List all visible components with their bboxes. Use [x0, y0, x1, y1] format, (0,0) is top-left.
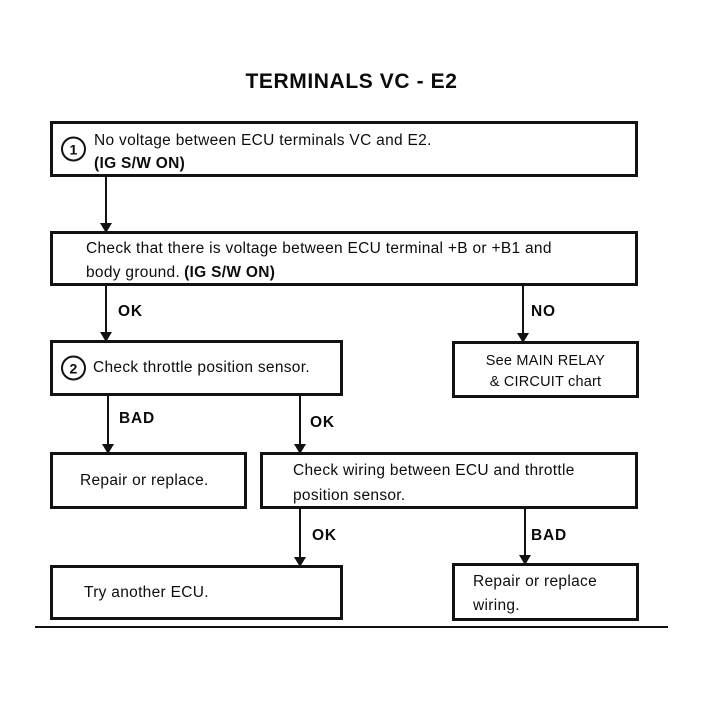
step-number-2-icon: 2	[61, 355, 86, 381]
arrowhead-down-icon	[100, 223, 112, 233]
branch-label-ok-1: OK	[118, 303, 143, 320]
arrowhead-down-icon	[100, 332, 112, 342]
step-number-1-icon: 1	[61, 136, 86, 162]
arrow-shaft	[521, 286, 525, 334]
flow-arrow-ok-to-check-wiring	[294, 396, 306, 454]
flow-box-try-another-ecu: Try another ECU.	[50, 565, 343, 620]
page-title: TERMINALS VC - E2	[245, 70, 458, 93]
branch-label-ok-3: OK	[312, 527, 337, 544]
check-voltage-line1: Check that there is voltage between ECU …	[86, 240, 552, 257]
flow-arrow-ok-to-step3	[100, 286, 112, 342]
flow-arrow-bad-to-repair	[102, 396, 114, 454]
flow-arrow-no-to-main-relay	[517, 286, 529, 343]
check-voltage-line2-emphasis: (IG S/W ON)	[184, 264, 276, 281]
flow-arrow-bad-to-repair-wiring	[519, 509, 531, 565]
branch-label-bad-2: BAD	[531, 527, 567, 544]
arrow-shaft	[104, 177, 108, 224]
repair-wiring-line2: wiring.	[473, 597, 520, 614]
branch-label-bad-1: BAD	[119, 410, 155, 427]
check-wiring-line1: Check wiring between ECU and throttle	[293, 462, 575, 479]
arrow-shaft	[106, 396, 110, 445]
no-voltage-line1: No voltage between ECU terminals VC and …	[94, 132, 432, 149]
arrowhead-down-icon	[519, 555, 531, 565]
flow-arrow-ok-to-try-ecu	[294, 509, 306, 567]
try-another-ecu-text: Try another ECU.	[84, 583, 209, 601]
arrow-shaft	[523, 509, 527, 556]
flow-box-check-voltage: Check that there is voltage between ECU …	[50, 231, 638, 286]
branch-label-no-1: NO	[531, 303, 556, 320]
branch-label-ok-2: OK	[310, 414, 335, 431]
flow-box-check-throttle-sensor: 2 Check throttle position sensor.	[50, 340, 343, 396]
check-voltage-line2: body ground.(IG S/W ON)	[86, 261, 629, 285]
arrowhead-down-icon	[102, 444, 114, 454]
arrowhead-down-icon	[517, 333, 529, 343]
check-throttle-sensor-text: Check throttle position sensor.	[93, 359, 310, 376]
arrowhead-down-icon	[294, 444, 306, 454]
flow-box-repair-replace: Repair or replace.	[50, 452, 247, 509]
arrow-shaft	[298, 509, 302, 558]
see-main-relay-line2: & CIRCUIT chart	[489, 374, 602, 390]
check-voltage-line2-text: body ground.	[86, 264, 181, 281]
flow-box-check-wiring: Check wiring between ECU and throttle po…	[260, 452, 638, 509]
arrowhead-down-icon	[294, 557, 306, 567]
see-main-relay-line1: See MAIN RELAY	[485, 353, 606, 369]
arrow-shaft	[298, 396, 302, 445]
repair-wiring-line1: Repair or replace	[473, 573, 597, 590]
flow-box-repair-wiring: Repair or replace wiring.	[452, 563, 639, 621]
repair-replace-text: Repair or replace.	[80, 471, 209, 489]
arrow-shaft	[104, 286, 108, 333]
flow-arrow-step1-to-step2	[100, 177, 112, 233]
flow-box-see-main-relay: See MAIN RELAY & CIRCUIT chart	[452, 341, 639, 398]
check-wiring-line2: position sensor.	[293, 487, 406, 504]
bottom-divider	[35, 626, 668, 628]
no-voltage-line2: (IG S/W ON)	[94, 155, 186, 172]
flow-box-no-voltage: 1 No voltage between ECU terminals VC an…	[50, 121, 638, 177]
